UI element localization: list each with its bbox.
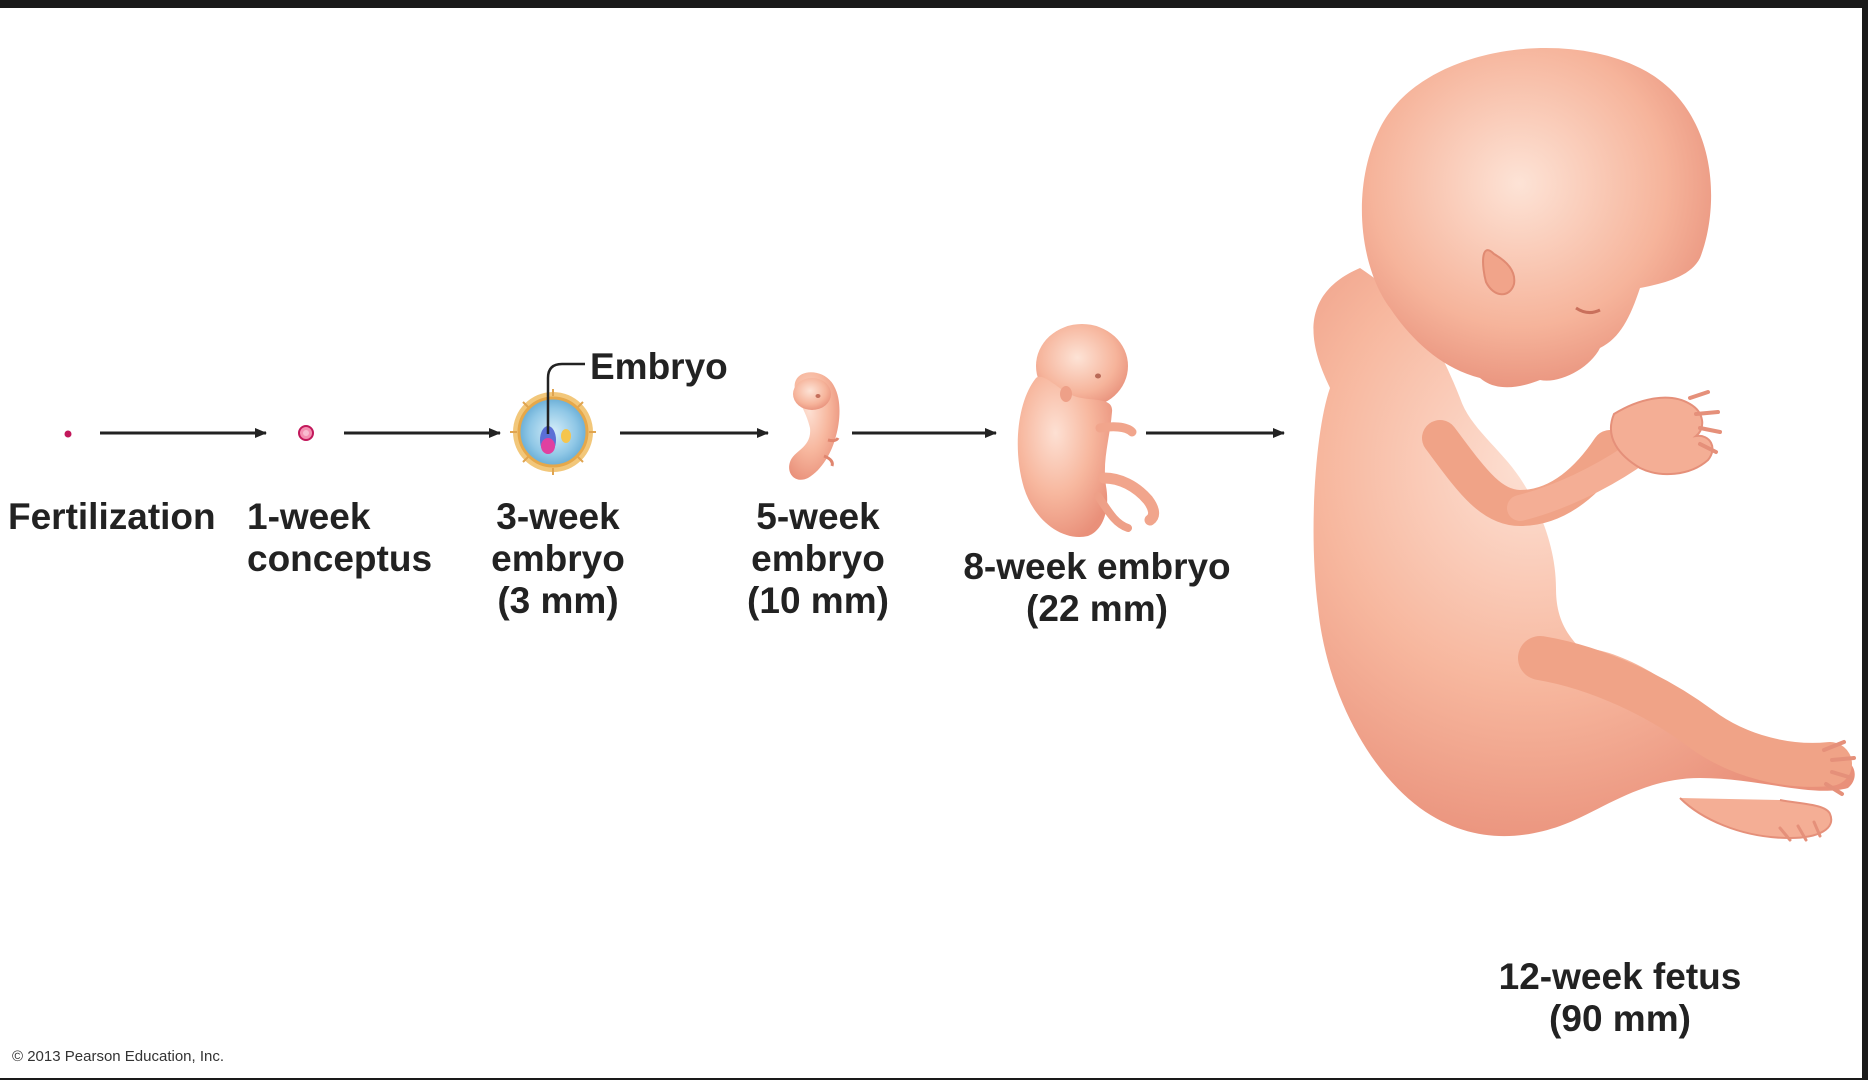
callout-text: Embryo bbox=[590, 346, 728, 388]
label-embryo-callout: Embryo bbox=[590, 346, 728, 388]
label-line: (3 mm) bbox=[488, 580, 628, 622]
label-fertilization: Fertilization bbox=[8, 496, 216, 538]
label-3-week: 3-week embryo (3 mm) bbox=[488, 496, 628, 622]
label-line: Fertilization bbox=[8, 496, 216, 538]
embryo-8week-illustration bbox=[1018, 324, 1154, 537]
label-line: (10 mm) bbox=[743, 580, 893, 622]
copyright-notice: © 2013 Pearson Education, Inc. bbox=[12, 1048, 224, 1065]
label-line: (22 mm) bbox=[957, 588, 1237, 630]
label-line: conceptus bbox=[247, 538, 432, 580]
blastocyst-illustration bbox=[510, 389, 596, 475]
diagram-panel: Fertilization 1-week conceptus 3-week em… bbox=[0, 8, 1862, 1078]
label-line: 3-week bbox=[488, 496, 628, 538]
label-5-week: 5-week embryo (10 mm) bbox=[743, 496, 893, 622]
zygote-dot bbox=[65, 431, 72, 438]
label-8-week: 8-week embryo (22 mm) bbox=[957, 546, 1237, 630]
label-line: 12-week fetus bbox=[1490, 956, 1750, 998]
label-line: embryo bbox=[743, 538, 893, 580]
embryo-5week-illustration bbox=[789, 372, 839, 480]
label-line: 5-week bbox=[743, 496, 893, 538]
fetus-12week-illustration bbox=[1313, 48, 1854, 840]
label-line: 8-week embryo bbox=[957, 546, 1237, 588]
label-line: embryo bbox=[488, 538, 628, 580]
label-1-week: 1-week conceptus bbox=[247, 496, 432, 580]
label-12-week: 12-week fetus (90 mm) bbox=[1490, 956, 1750, 1040]
conceptus-illustration bbox=[299, 426, 313, 440]
label-line: 1-week bbox=[247, 496, 432, 538]
label-line: (90 mm) bbox=[1490, 998, 1750, 1040]
